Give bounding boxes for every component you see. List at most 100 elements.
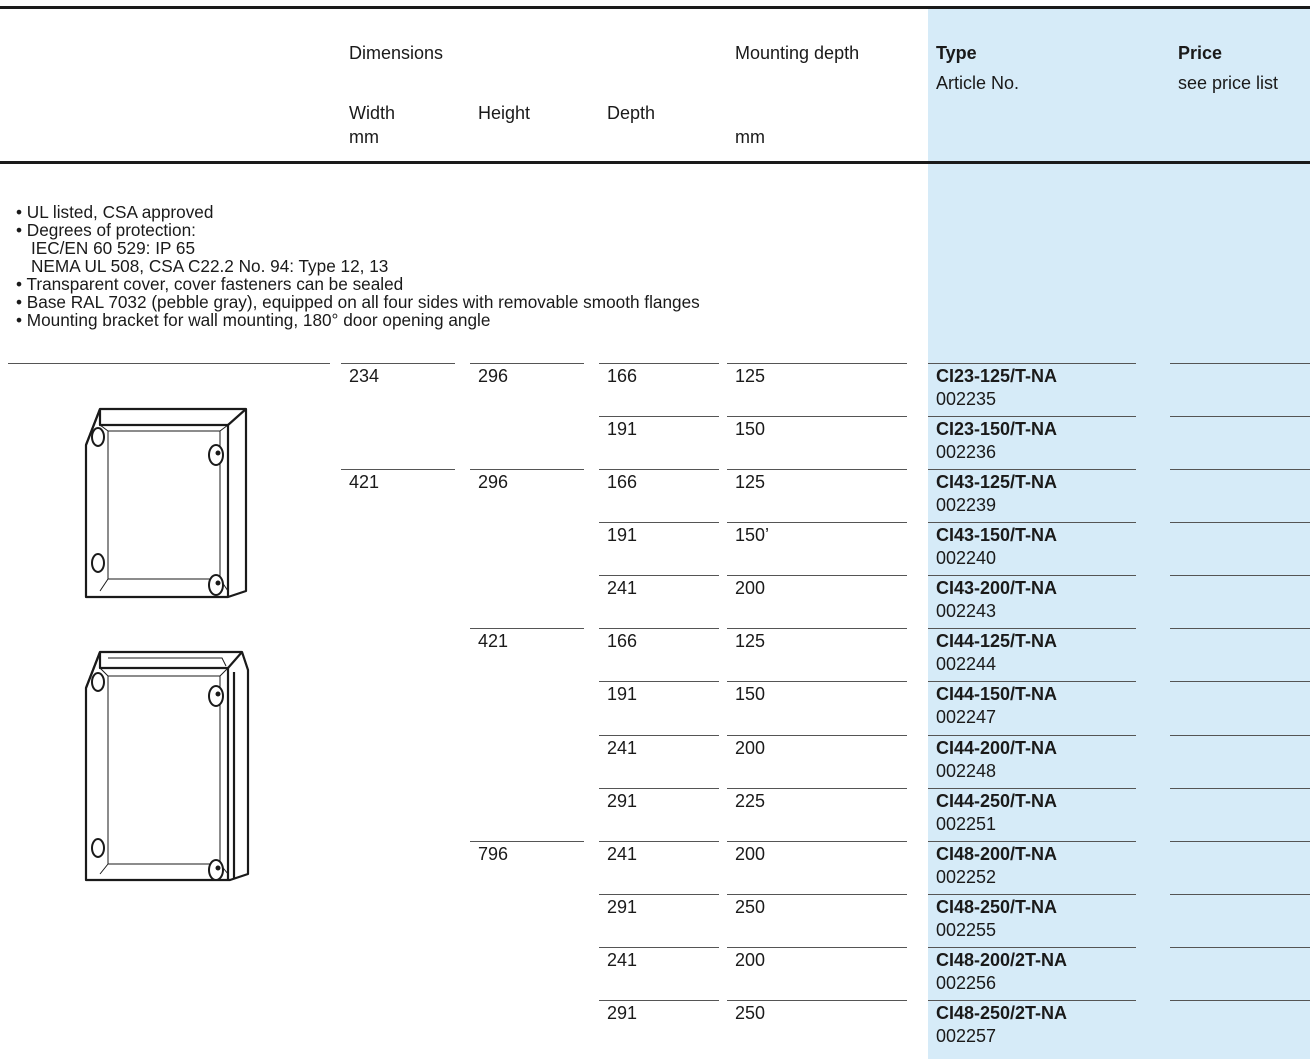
- table-row-rule: [928, 1000, 1136, 1001]
- table-row-rule: [928, 681, 1136, 682]
- header-type: Type: [936, 43, 977, 63]
- table-row-rule: [599, 947, 719, 948]
- cell-mounting: 225: [735, 791, 766, 811]
- table-row-rule: [1170, 363, 1310, 364]
- table-row-rule: [727, 363, 907, 364]
- table-row-rule: [928, 416, 1136, 417]
- header-width-unit: mm: [349, 127, 379, 147]
- top-rule: [0, 6, 1310, 9]
- cell-mounting: 150: [735, 684, 766, 704]
- cell-width: 421: [349, 472, 380, 492]
- cell-article: 002240: [936, 548, 997, 568]
- cell-type: CI43-150/T-NA: [936, 525, 1058, 545]
- cell-type: CI44-125/T-NA: [936, 631, 1058, 651]
- table-row-rule: [1170, 416, 1310, 417]
- cell-mounting: 200: [735, 844, 766, 864]
- cell-depth: 291: [607, 897, 638, 917]
- table-row-rule: [727, 522, 907, 523]
- cell-depth: 241: [607, 738, 638, 758]
- cell-article: 002236: [936, 442, 997, 462]
- table-row-rule: [470, 841, 584, 842]
- cell-depth: 241: [607, 844, 638, 864]
- cell-width: 234: [349, 366, 380, 386]
- table-row-rule: [928, 841, 1136, 842]
- table-row-rule: [1170, 628, 1310, 629]
- cell-depth: 191: [607, 419, 638, 439]
- cell-height: 421: [478, 631, 509, 651]
- table-row-rule: [470, 363, 584, 364]
- table-row-rule: [470, 469, 584, 470]
- table-row-rule: [928, 628, 1136, 629]
- cell-mounting: 200: [735, 738, 766, 758]
- table-row-rule: [8, 363, 330, 364]
- table-row-rule: [1170, 1000, 1310, 1001]
- cell-article: 002243: [936, 601, 997, 621]
- cell-mounting: 250: [735, 1003, 766, 1023]
- table-row-rule: [928, 947, 1136, 948]
- feature-item: NEMA UL 508, CSA C22.2 No. 94: Type 12, …: [31, 256, 389, 276]
- table-row-rule: [599, 1000, 719, 1001]
- header-width: Width: [349, 103, 396, 123]
- table-row-rule: [928, 575, 1136, 576]
- cell-mounting: 250: [735, 897, 766, 917]
- header-price: Price: [1178, 43, 1223, 63]
- table-row-rule: [599, 788, 719, 789]
- cell-type: CI23-150/T-NA: [936, 419, 1058, 439]
- table-row-rule: [928, 788, 1136, 789]
- cell-type: CI48-250/2T-NA: [936, 1003, 1068, 1023]
- table-row-rule: [1170, 575, 1310, 576]
- table-row-rule: [341, 363, 455, 364]
- table-row-rule: [1170, 894, 1310, 895]
- table-row-rule: [727, 469, 907, 470]
- feature-item: IEC/EN 60 529: IP 65: [31, 238, 196, 258]
- header-mounting-depth: Mounting depth: [735, 43, 860, 63]
- cell-depth: 166: [607, 366, 638, 386]
- cell-depth: 166: [607, 472, 638, 492]
- cell-depth: 291: [607, 791, 638, 811]
- table-row-rule: [599, 841, 719, 842]
- cell-mounting: 150’: [735, 525, 770, 545]
- cell-type: CI44-150/T-NA: [936, 684, 1058, 704]
- table-row-rule: [599, 522, 719, 523]
- feature-list: • UL listed, CSA approved • Degrees of p…: [16, 203, 700, 329]
- table-row-rule: [470, 628, 584, 629]
- cell-type: CI48-250/T-NA: [936, 897, 1058, 917]
- cell-type: CI23-125/T-NA: [936, 366, 1058, 386]
- cell-type: CI44-200/T-NA: [936, 738, 1058, 758]
- table-row-rule: [1170, 735, 1310, 736]
- table-row-rule: [599, 363, 719, 364]
- cell-type: CI48-200/2T-NA: [936, 950, 1068, 970]
- cell-depth: 241: [607, 950, 638, 970]
- table-row-rule: [727, 735, 907, 736]
- table-row-rule: [599, 628, 719, 629]
- cell-depth: 191: [607, 684, 638, 704]
- type-price-column-background: [928, 8, 1310, 1059]
- feature-item: • Mounting bracket for wall mounting, 18…: [16, 310, 491, 330]
- table-row-rule: [599, 894, 719, 895]
- table-row-rule: [1170, 947, 1310, 948]
- cell-height: 796: [478, 844, 509, 864]
- table-row-rule: [727, 947, 907, 948]
- cell-type: CI43-200/T-NA: [936, 578, 1058, 598]
- cell-mounting: 125: [735, 631, 766, 651]
- cell-type: CI44-250/T-NA: [936, 791, 1058, 811]
- header-bottom-rule: [0, 161, 1310, 164]
- cell-article: 002255: [936, 920, 997, 940]
- table-row-rule: [1170, 681, 1310, 682]
- header-mounting-unit: mm: [735, 127, 765, 147]
- table-row-rule: [599, 469, 719, 470]
- cell-article: 002244: [936, 654, 997, 674]
- table-row-rule: [1170, 522, 1310, 523]
- cell-article: 002235: [936, 389, 997, 409]
- cell-article: 002252: [936, 867, 997, 887]
- feature-item: • Degrees of protection:: [16, 220, 196, 240]
- feature-item: • Transparent cover, cover fasteners can…: [16, 274, 404, 294]
- table-row-rule: [727, 1000, 907, 1001]
- table-row-rule: [928, 363, 1136, 364]
- cell-depth: 191: [607, 525, 638, 545]
- header-depth: Depth: [607, 103, 656, 123]
- table-row-rule: [599, 681, 719, 682]
- cell-height: 296: [478, 366, 509, 386]
- table-row-rule: [599, 416, 719, 417]
- feature-item: • Base RAL 7032 (pebble gray), equipped …: [16, 292, 700, 312]
